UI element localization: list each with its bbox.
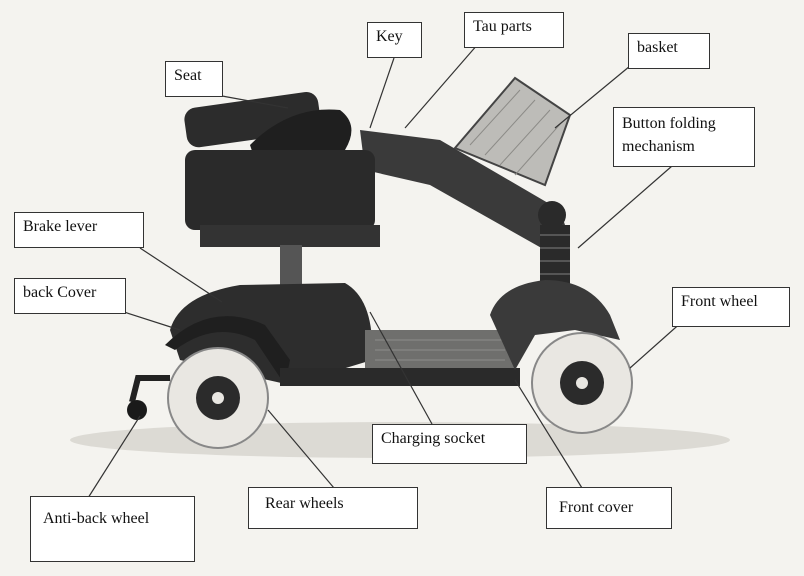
seat-cushion — [185, 150, 375, 230]
seat-base — [200, 225, 380, 247]
label-button-folding: Button folding mechanism — [613, 107, 755, 167]
label-back-cover: back Cover — [14, 278, 126, 314]
label-button-folding-line1: Button folding — [622, 115, 716, 132]
label-basket: basket — [628, 33, 710, 69]
label-key: Key — [367, 22, 422, 58]
label-tau-parts: Tau parts — [464, 12, 564, 48]
label-front-wheel: Front wheel — [672, 287, 790, 327]
label-seat: Seat — [165, 61, 223, 97]
tiller-arm — [360, 130, 570, 250]
label-anti-back-wheel: Anti-back wheel — [30, 496, 195, 562]
seat-post — [280, 245, 302, 290]
rear-wheel-graphic — [167, 347, 269, 449]
front-body — [490, 280, 620, 370]
label-front-cover: Front cover — [546, 487, 672, 529]
label-button-folding-line2: mechanism — [622, 138, 695, 156]
front-wheel-graphic — [531, 332, 633, 434]
anti-back-arm — [129, 375, 170, 403]
anti-back-roller — [127, 400, 147, 420]
label-charging-socket: Charging socket — [372, 424, 527, 464]
leader-lines — [87, 43, 685, 499]
chassis-bar — [280, 368, 520, 386]
rear-fender — [165, 316, 290, 385]
tiller-joint — [538, 201, 566, 229]
label-rear-wheels: Rear wheels — [248, 487, 418, 529]
label-brake-lever: Brake lever — [14, 212, 144, 248]
